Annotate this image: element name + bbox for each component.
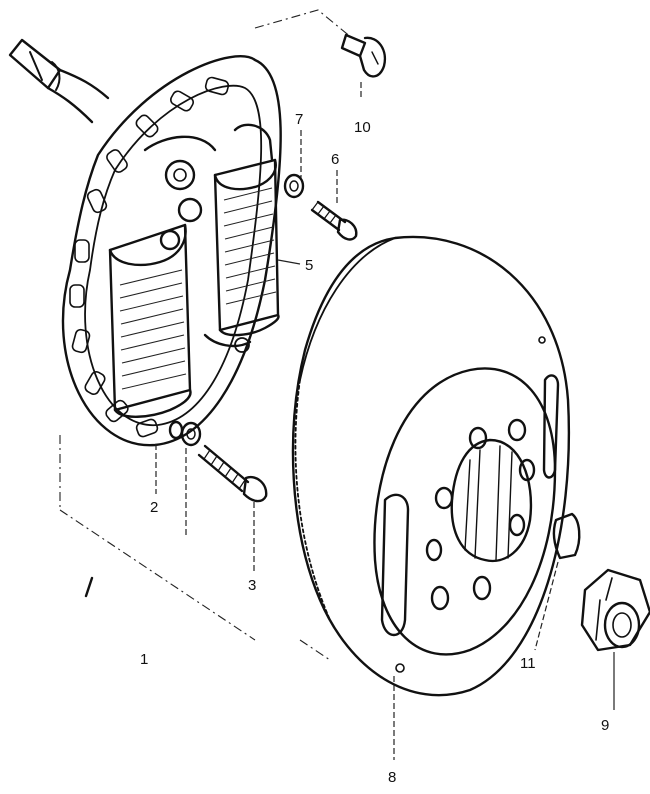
screw-6 [310,200,358,241]
key-11 [552,512,581,560]
right-coil-windings [223,187,277,305]
washer-7 [283,173,305,199]
part-label-8: 8 [388,769,396,786]
wiring-harness [8,38,110,124]
assembly-boundary [59,9,353,661]
part-label-6: 6 [331,151,339,168]
leader-lines [155,82,615,760]
part-label-7: 7 [295,111,303,128]
nut-10 [580,568,650,652]
part-label-3: 3 [248,577,256,594]
part-label-1: 1 [140,651,148,668]
part-label-9: 10 [354,119,371,136]
part-label-11: 11 [520,655,536,672]
washer-4 [168,420,202,447]
flywheel-holes [425,418,536,611]
part-label-10: 9 [601,717,609,734]
flywheel-rotor [291,235,571,697]
part-label-5: 5 [305,257,313,274]
screw-3 [197,444,268,503]
part-label-2: 2 [150,499,158,516]
left-coil-windings [119,269,187,390]
stator-plate [61,55,282,447]
stator-slots [69,76,230,438]
screw-9 [340,33,387,78]
stray-mark [84,576,94,598]
left-coil [108,223,192,418]
right-coil [203,123,280,353]
part-labels: 10 7 6 5 2 3 1 11 9 8 [140,111,609,786]
